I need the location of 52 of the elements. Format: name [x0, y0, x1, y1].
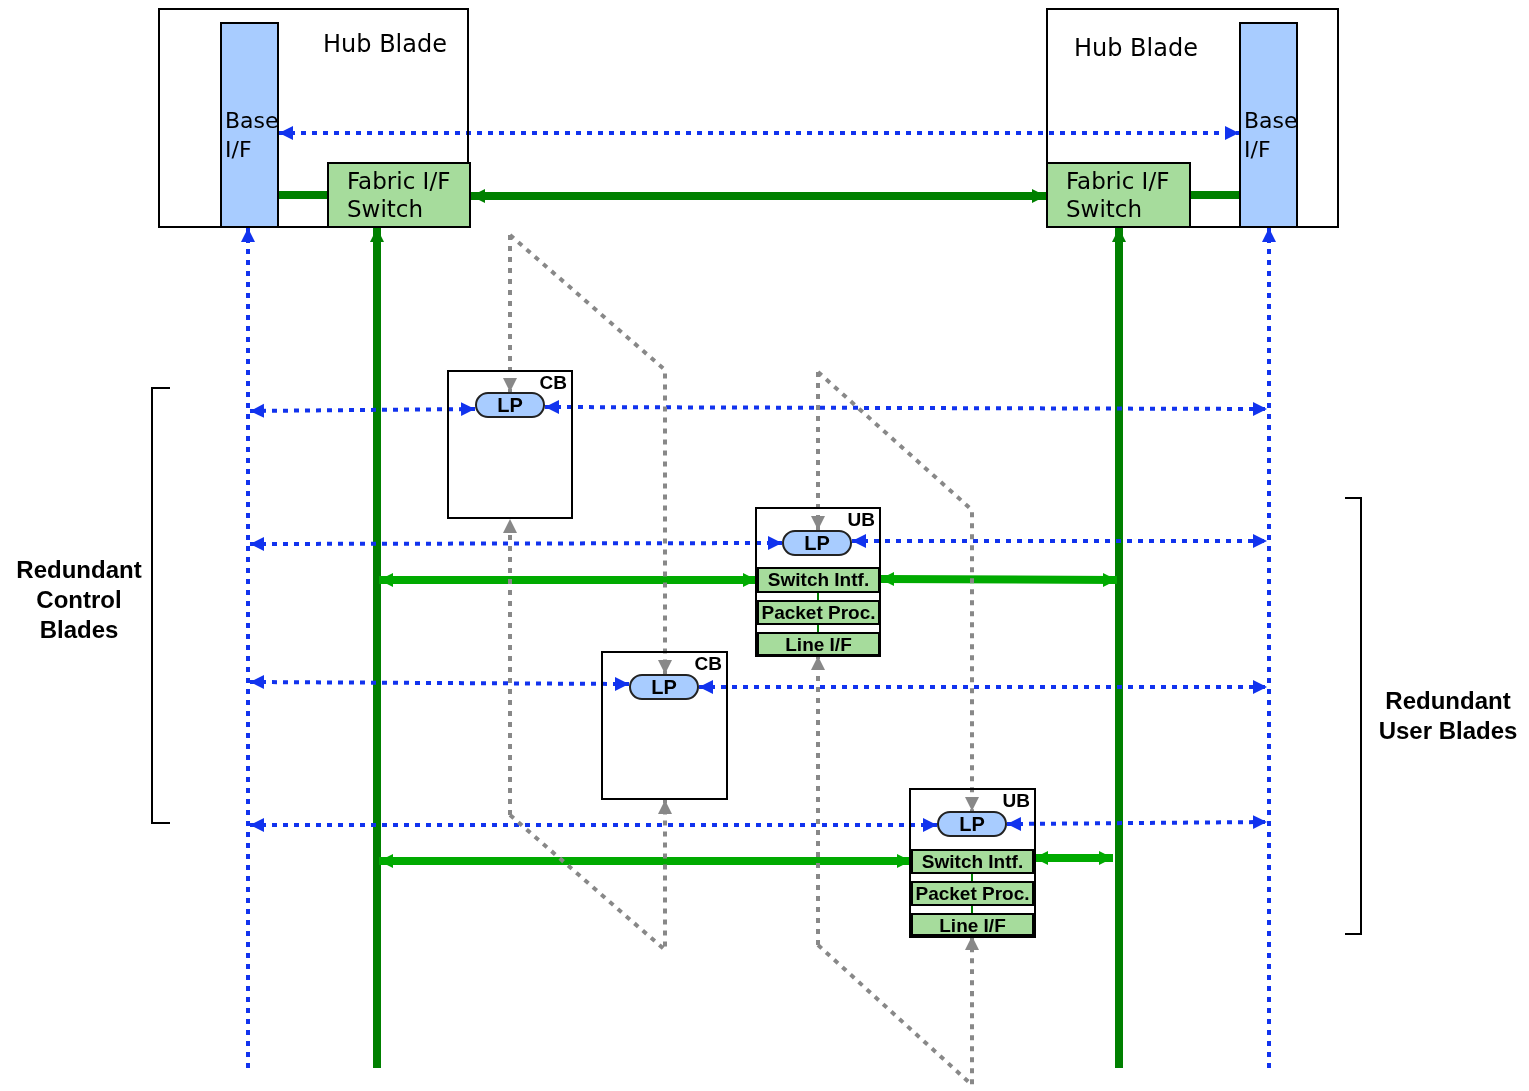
- connector-line: [279, 191, 327, 199]
- processor-pill: LP: [629, 674, 699, 700]
- arrow: [471, 189, 1046, 203]
- arrow: [241, 228, 255, 1068]
- arrow: [1006, 815, 1267, 831]
- processor-pill: LP: [475, 392, 545, 418]
- hub-blade-panel: [158, 8, 469, 228]
- module-box: Line I/F: [757, 632, 880, 656]
- arrow: [699, 680, 1267, 694]
- module-box: Packet Proc.: [911, 881, 1034, 906]
- blade-tag: CB: [539, 372, 567, 394]
- connector-line: [971, 873, 973, 882]
- group-label: Redundant Control Blades: [15, 555, 143, 645]
- blade-title: Hub Blade: [323, 30, 447, 58]
- connector-line: [817, 592, 819, 601]
- arrow: [503, 519, 517, 815]
- interface-bar: Base I/F: [1239, 22, 1298, 228]
- module-box: Line I/F: [911, 913, 1034, 936]
- blade-card: [755, 507, 881, 657]
- arrow: [811, 372, 825, 530]
- module-box: Packet Proc.: [757, 600, 880, 625]
- arrow: [1262, 228, 1276, 1068]
- arrow: [545, 400, 1267, 416]
- interface-bar: Base I/F: [220, 22, 279, 228]
- arrow: [250, 536, 782, 551]
- switch-box: Fabric I/F Switch: [327, 162, 471, 228]
- connector-line: [971, 905, 973, 914]
- blade-title: Hub Blade: [1074, 34, 1198, 62]
- connector-line: [1191, 191, 1239, 199]
- arrow: [811, 656, 825, 945]
- arrow: [250, 675, 629, 691]
- blade-tag: UB: [1002, 790, 1030, 812]
- module-box: Switch Intf.: [757, 567, 880, 593]
- arrow: [250, 818, 937, 832]
- blade-card: [447, 370, 573, 519]
- arrow: [852, 534, 1267, 548]
- arrow: [816, 370, 979, 811]
- hub-blade-panel: [1046, 8, 1339, 228]
- processor-pill: LP: [782, 530, 852, 556]
- connector-line: [817, 624, 819, 633]
- blade-card: [601, 651, 728, 800]
- arrow: [249, 402, 476, 418]
- blade-tag: UB: [847, 509, 875, 531]
- module-box: Switch Intf.: [911, 849, 1034, 874]
- blade-card: [909, 788, 1036, 938]
- blade-tag: CB: [694, 653, 722, 675]
- arrow: [503, 235, 517, 392]
- processor-pill: LP: [937, 811, 1007, 837]
- group-label: Redundant User Blades: [1377, 686, 1519, 746]
- arrow: [279, 126, 1239, 140]
- arrow: [508, 233, 672, 674]
- switch-box: Fabric I/F Switch: [1046, 162, 1191, 228]
